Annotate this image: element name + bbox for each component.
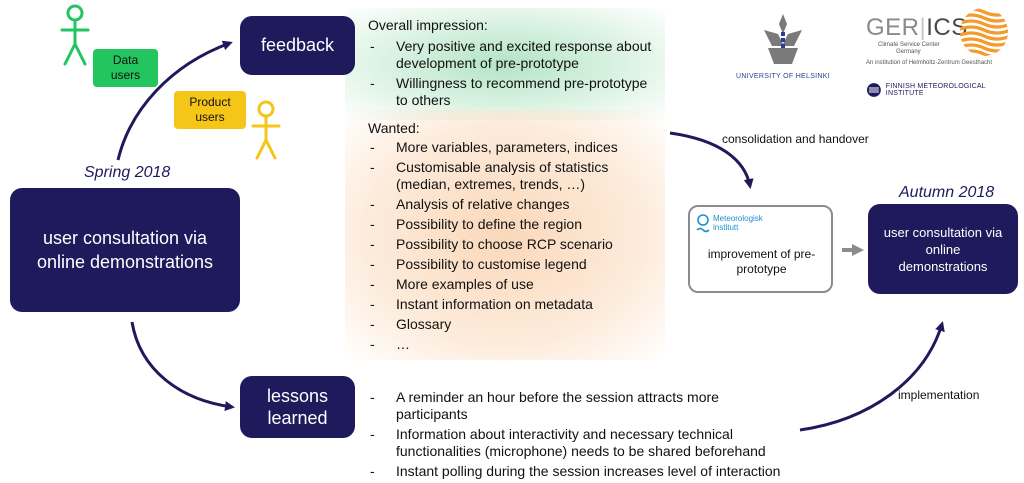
overall-item: Willingness to recommend pre-prototype t… — [368, 75, 658, 109]
wanted-item: More examples of use — [368, 276, 658, 293]
gerics-ger: GER — [866, 14, 920, 41]
implementation-label: implementation — [898, 388, 980, 402]
spring-consultation-box: user consultation via online demonstrati… — [10, 188, 240, 312]
data-users-tag: Data users — [93, 49, 158, 87]
arrow-implementation — [799, 321, 945, 432]
lessons-list: A reminder an hour before the session at… — [368, 389, 788, 480]
gerics-sun-icon — [960, 8, 1008, 56]
wanted-item: Customisable analysis of statistics (med… — [368, 159, 658, 193]
flow-arrows — [116, 40, 945, 432]
overall-item: Very positive and excited response about… — [368, 38, 658, 72]
wanted-item: Possibility to customise legend — [368, 256, 658, 273]
feedback-label: feedback — [260, 35, 335, 55]
fmi-logo: FINNISH METEOROLOGICAL INSTITUTE — [866, 82, 1024, 98]
gerics-institution: An institution of Helmholtz-Zentrum Gees… — [866, 60, 993, 66]
lessons-item: A reminder an hour before the session at… — [368, 389, 788, 423]
overall-list: Very positive and excited response about… — [368, 38, 658, 109]
wanted-section: Wanted: More variables, parameters, indi… — [368, 120, 658, 356]
spring-consultation-label: user consultation via online demonstrati… — [36, 228, 214, 272]
fmi-name: FINNISH METEOROLOGICAL INSTITUTE — [885, 83, 986, 97]
wanted-item: … — [368, 336, 658, 353]
feedback-box: feedback — [240, 16, 355, 75]
autumn-consultation-box: user consultation via online demonstrati… — [868, 204, 1018, 294]
improvement-label: improvement of pre-prototype — [707, 247, 816, 276]
met-norway-logo: Meteorologisk institutt — [696, 214, 763, 236]
consolidation-label: consolidation and handover — [722, 132, 869, 146]
gerics-sub1: Climate Service Center — [878, 42, 940, 48]
met-name-line2: institutt — [713, 223, 739, 232]
spring-season-label: Spring 2018 — [84, 164, 171, 181]
gerics-separator: | — [919, 14, 927, 41]
overall-heading: Overall impression: — [368, 17, 488, 33]
product-users-tag: Product users — [174, 91, 246, 129]
wanted-item: Instant information on metadata — [368, 296, 658, 313]
met-norway-icon — [696, 214, 710, 233]
lessons-learned-label: lessons learned — [266, 386, 329, 428]
wanted-item: Glossary — [368, 316, 658, 333]
autumn-consultation-label: user consultation via online demonstrati… — [883, 224, 1003, 274]
improvement-box: Meteorologisk institutt improvement of p… — [688, 205, 833, 293]
product-users-person-icon — [251, 100, 281, 160]
lessons-section: A reminder an hour before the session at… — [368, 389, 788, 483]
lessons-learned-box: lessons learned — [240, 376, 355, 438]
wanted-item: Analysis of relative changes — [368, 196, 658, 213]
data-users-person-icon — [60, 4, 90, 66]
helsinki-logo: UNIVERSITY OF HELSINKI — [728, 12, 838, 80]
lessons-item: Information about interactivity and nece… — [368, 426, 788, 460]
fmi-icon — [866, 83, 881, 97]
wanted-heading: Wanted: — [368, 120, 420, 136]
gerics-sub2: Germany — [896, 49, 921, 55]
autumn-season-label: Autumn 2018 — [899, 184, 995, 201]
helsinki-name: UNIVERSITY OF HELSINKI — [736, 73, 830, 80]
wanted-item: Possibility to choose RCP scenario — [368, 236, 658, 253]
met-name-line1: Meteorologisk — [713, 214, 763, 223]
wanted-item: More variables, parameters, indices — [368, 139, 658, 156]
gerics-logo: GER|ICS Climate Service Center Germany A… — [866, 6, 1016, 70]
arrow-consolidation — [669, 131, 754, 189]
arrow-to-feedback — [116, 40, 233, 161]
arrow-to-lessons — [130, 321, 235, 412]
wanted-item: Possibility to define the region — [368, 216, 658, 233]
overall-impression-section: Overall impression: Very positive and ex… — [368, 17, 658, 112]
wanted-list: More variables, parameters, indices Cust… — [368, 139, 658, 353]
helsinki-flame-icon — [764, 14, 802, 64]
